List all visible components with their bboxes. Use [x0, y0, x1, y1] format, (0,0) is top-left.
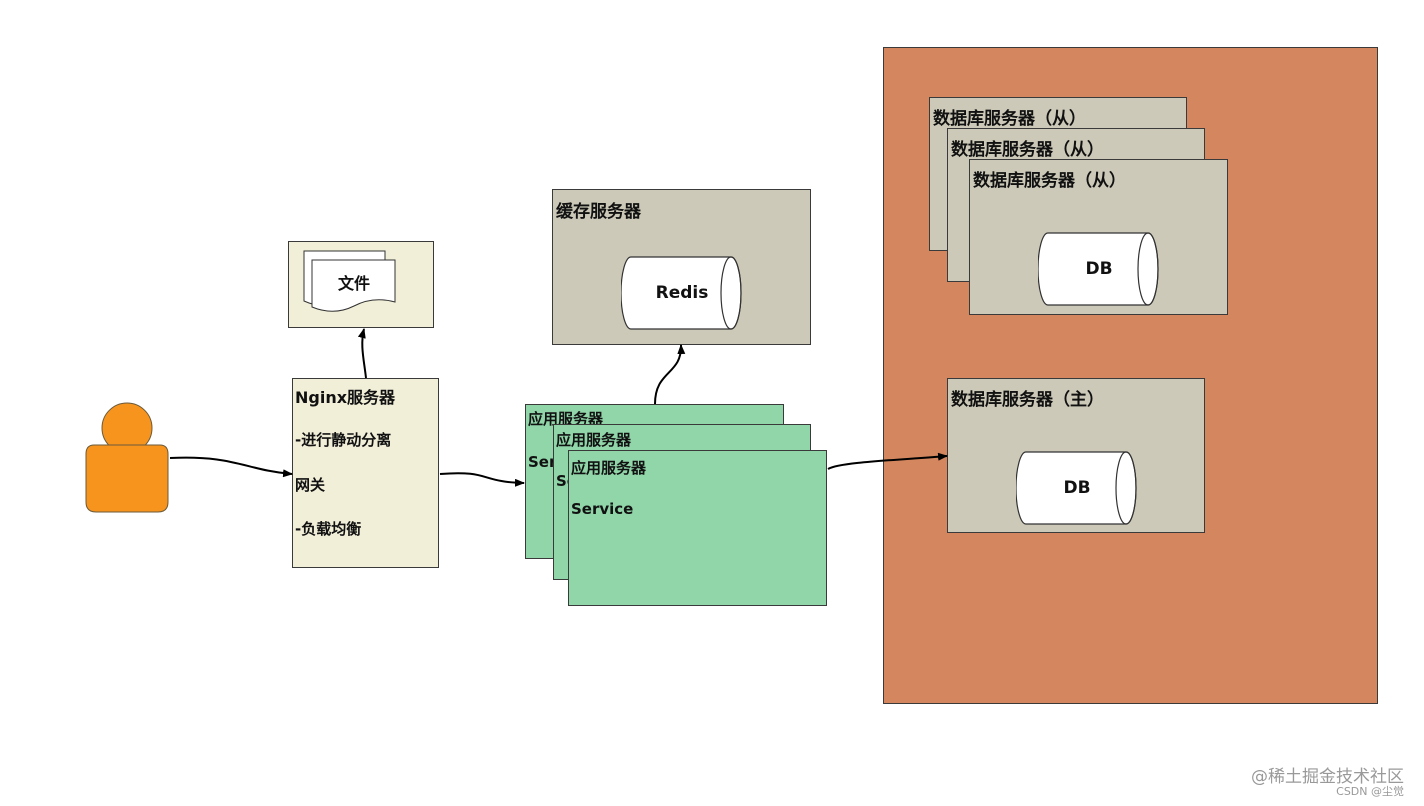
db-slave-title: 数据库服务器（从）: [973, 171, 1126, 191]
redis-cylinder: Redis: [621, 256, 743, 330]
app-server-title: 应用服务器: [528, 410, 604, 428]
arrow-nginx-to-file: [357, 328, 367, 379]
cache-server: 缓存服务器 Redis: [552, 189, 811, 345]
db-master-server: 数据库服务器（主） DB: [947, 378, 1205, 533]
nginx-line-load-balance: -负载均衡: [295, 520, 362, 538]
db-slave-label: DB: [1085, 259, 1113, 279]
db-slave-title: 数据库服务器（从）: [951, 140, 1104, 160]
db-master-cylinder: DB: [1016, 451, 1138, 525]
watermark-sub: CSDN @尘觉: [1336, 785, 1404, 798]
db-slave-title: 数据库服务器（从）: [933, 109, 1086, 129]
nginx-title: Nginx服务器: [295, 388, 396, 407]
db-master-title: 数据库服务器（主）: [951, 390, 1104, 410]
document-icon: [303, 250, 396, 312]
arrow-user-to-nginx: [169, 456, 293, 478]
db-slave-server-3: 数据库服务器（从） DB: [969, 159, 1228, 315]
db-master-label: DB: [1063, 478, 1091, 498]
arrow-app-to-cache: [654, 344, 686, 405]
app-server-title: 应用服务器: [556, 431, 632, 449]
nginx-line-gateway: 网关: [295, 476, 326, 494]
db-slave-cylinder: DB: [1038, 232, 1160, 306]
app-server-title: 应用服务器: [571, 459, 647, 477]
cache-server-title: 缓存服务器: [556, 202, 641, 222]
nginx-server: Nginx服务器 -进行静动分离 网关 -负载均衡: [292, 378, 439, 568]
nginx-line-static-dynamic: -进行静动分离: [295, 431, 392, 449]
file-node: 文件: [288, 241, 434, 328]
arrow-nginx-to-app: [439, 472, 525, 487]
file-label: 文件: [338, 274, 371, 293]
app-server-3: 应用服务器 Service: [568, 450, 827, 606]
arrow-app-to-db-master: [827, 452, 948, 470]
redis-label: Redis: [655, 283, 709, 303]
app-server-service: Ser: [528, 453, 557, 471]
watermark-main: @稀土掘金技术社区: [1251, 767, 1404, 787]
app-server-service: Service: [571, 500, 634, 518]
user-icon: [85, 402, 169, 513]
